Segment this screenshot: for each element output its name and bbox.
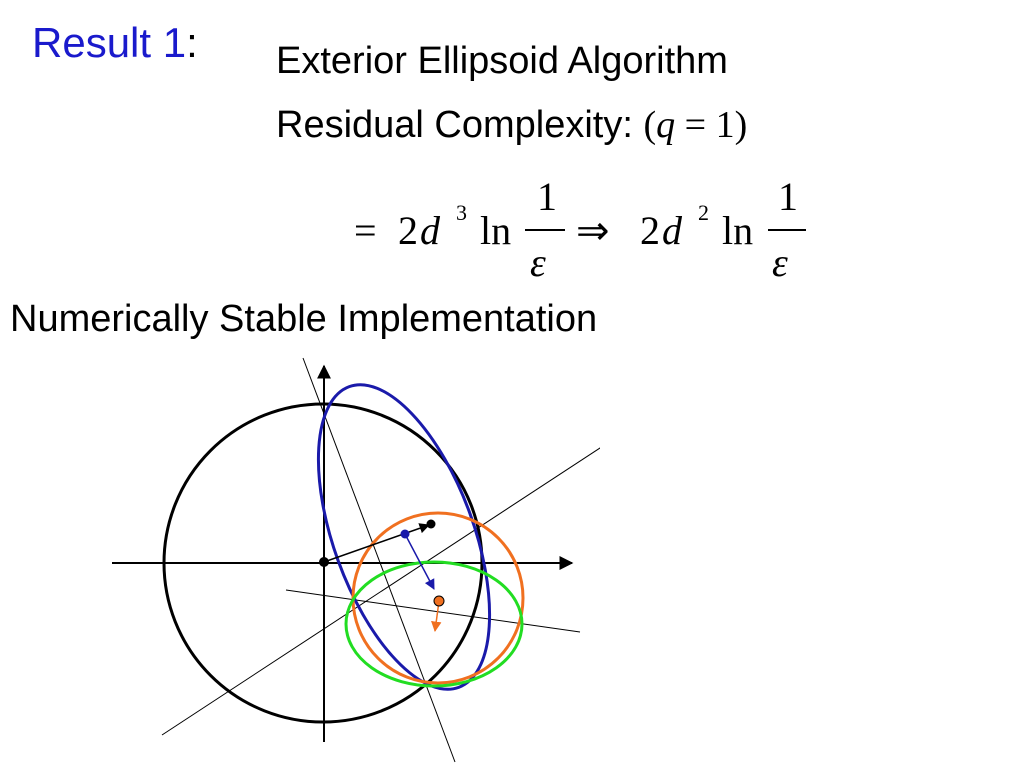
orange-center-dot xyxy=(433,595,445,607)
formula-numerator-1: 1 xyxy=(537,174,557,219)
complexity-value: 1 xyxy=(715,104,735,146)
algorithm-title: Exterior Ellipsoid Algorithm xyxy=(276,40,728,82)
ellipsoid-diagram xyxy=(112,357,600,763)
formula-coefficient-1: 2 xyxy=(398,208,418,253)
formula-variable-d-2: d xyxy=(662,208,683,253)
result-colon: : xyxy=(186,19,198,66)
subtitle-numerically-stable: Numerically Stable Implementation xyxy=(10,298,598,340)
formula-denominator-epsilon-1: ε xyxy=(530,240,546,285)
formula-variable-d-1: d xyxy=(420,208,441,253)
center-shift-arrow-blue xyxy=(404,533,435,590)
complexity-open-paren: ( xyxy=(643,104,657,146)
formula-numerator-2: 1 xyxy=(778,174,798,219)
complexity-label: Residual Complexity: xyxy=(276,104,644,146)
cutting-plane-line-steep xyxy=(302,357,456,763)
result-label: Result 1: xyxy=(32,22,198,64)
blue-center-dot xyxy=(400,529,410,539)
formula-exponent-3: 3 xyxy=(456,200,467,225)
formula-coefficient-2: 2 xyxy=(640,208,660,253)
cutting-plane-line-shallow xyxy=(285,589,581,633)
black-center-dot xyxy=(426,519,436,529)
blue-ellipsoid xyxy=(316,383,492,691)
complexity-variable: q xyxy=(656,104,676,146)
center-shift-arrow-black xyxy=(323,523,430,563)
cutting-plane-line-diagonal xyxy=(161,447,600,736)
complexity-close-paren: ) xyxy=(734,104,748,146)
green-ellipsoid xyxy=(344,560,524,688)
formula-denominator-epsilon-2: ε xyxy=(772,240,788,285)
implies-arrow: ⇒ xyxy=(576,208,610,253)
complexity-line: Residual Complexity: (q = 1) xyxy=(276,106,747,144)
complexity-formula: = 2 d 3 ln 1 ε ⇒ 2 d 2 ln 1 ε xyxy=(354,174,806,285)
formula-ln-1: ln xyxy=(480,208,511,253)
complexity-equals: = xyxy=(675,104,716,146)
formula-equals: = xyxy=(354,208,377,253)
result-number: Result 1 xyxy=(32,19,187,66)
formula-ln-2: ln xyxy=(722,208,753,253)
origin-center-dot xyxy=(319,557,329,567)
unit-circle xyxy=(162,402,484,724)
formula-exponent-2: 2 xyxy=(698,200,709,225)
